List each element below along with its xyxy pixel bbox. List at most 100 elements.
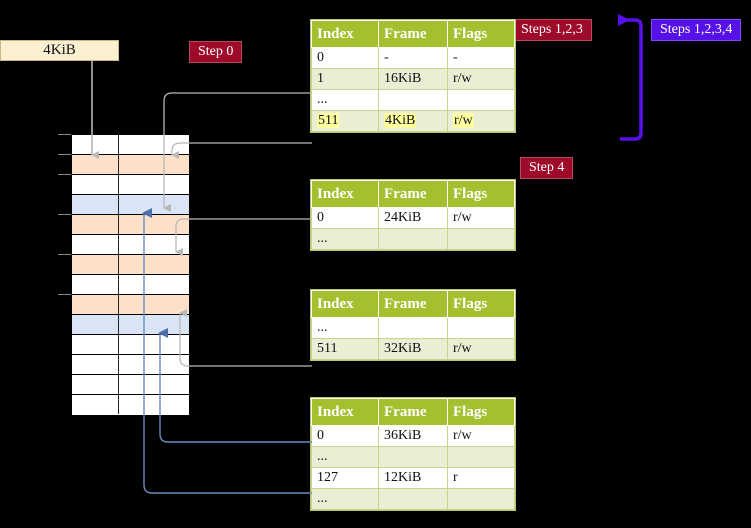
table-cell: r/w [447, 425, 515, 447]
memory-grid-row [72, 175, 189, 195]
column-header-index: Index [311, 290, 379, 318]
table-cell [378, 228, 448, 250]
memory-grid-row [72, 295, 189, 315]
column-header-flags: Flags [447, 180, 515, 208]
table-cell: ... [311, 228, 379, 250]
memory-grid-row [72, 315, 189, 335]
table-cell [378, 446, 448, 468]
table-cell: 4KiB [378, 110, 448, 132]
badge-step-4: Step 4 [520, 157, 574, 179]
table-cell: 0 [311, 207, 379, 229]
table-cell: r/w [447, 338, 515, 360]
memory-grid-row [72, 275, 189, 295]
frame-4kib-box: 4KiB [0, 40, 119, 61]
table-cell: 0 [311, 425, 379, 447]
table-cell [447, 446, 515, 468]
table-cell: - [378, 47, 448, 69]
table-row[interactable]: 0-- [311, 47, 515, 69]
memory-grid-tick [58, 254, 71, 255]
table-cell: 127 [311, 467, 379, 489]
table-cell: 511 [311, 338, 379, 360]
memory-grid-row [72, 395, 189, 415]
memory-grid-tick [58, 134, 71, 135]
column-header-flags: Flags [447, 290, 515, 318]
table-cell: 0 [311, 47, 379, 69]
memory-grid-tick [58, 214, 71, 215]
table-cell: r/w [447, 68, 515, 90]
table-cell: - [447, 47, 515, 69]
column-header-index: Index [311, 180, 379, 208]
memory-grid-tick [58, 294, 71, 295]
badge-steps-123: Steps 1,2,3 [512, 19, 592, 41]
memory-grid-row [72, 235, 189, 255]
table-cell: ... [311, 446, 379, 468]
table-cell [447, 228, 515, 250]
connector-pml4-entry511 [171, 142, 312, 159]
bracket-arrow-steps [618, 14, 643, 141]
table-cell: 12KiB [378, 467, 448, 489]
table-cell [378, 317, 448, 339]
table-row[interactable]: ... [311, 317, 515, 339]
table-cell [378, 89, 448, 111]
table-cell: r/w [447, 110, 515, 132]
memory-grid-column-divider [118, 135, 119, 414]
table-cell: ... [311, 89, 379, 111]
column-header-index: Index [311, 398, 379, 426]
connector-pd-entry511 [179, 309, 312, 367]
table-cell: 16KiB [378, 68, 448, 90]
memory-grid-row [72, 255, 189, 275]
memory-grid-row [72, 155, 189, 175]
table-cell: 36KiB [378, 425, 448, 447]
column-header-frame: Frame [378, 20, 448, 48]
table-cell: 511 [311, 110, 379, 132]
badge-steps-1234: Steps 1,2,3,4 [651, 19, 742, 41]
table-cell: 1 [311, 68, 379, 90]
table-cell: r/w [447, 207, 515, 229]
memory-grid-row [72, 135, 189, 155]
table-row[interactable]: ... [311, 89, 515, 111]
memory-grid-tick [58, 174, 71, 175]
frame-4kib-label: 4KiB [43, 42, 76, 58]
table-cell [378, 488, 448, 510]
connector-pdpt-entry0 [175, 218, 312, 256]
memory-grid [71, 134, 190, 415]
memory-grid-row [72, 195, 189, 215]
memory-grid-row [72, 335, 189, 355]
table-row[interactable]: ... [311, 488, 515, 510]
memory-grid-row [72, 375, 189, 395]
column-header-frame: Frame [378, 180, 448, 208]
column-header-flags: Flags [447, 20, 515, 48]
table-cell: 24KiB [378, 207, 448, 229]
table-cell: ... [311, 488, 379, 510]
table-cell [447, 89, 515, 111]
table-row[interactable]: ... [311, 228, 515, 250]
table-row[interactable]: ... [311, 446, 515, 468]
column-header-index: Index [311, 20, 379, 48]
column-header-frame: Frame [378, 398, 448, 426]
column-header-flags: Flags [447, 398, 515, 426]
memory-grid-tick [58, 154, 71, 155]
table-cell: r [447, 467, 515, 489]
column-header-frame: Frame [378, 290, 448, 318]
table-cell [447, 488, 515, 510]
table-cell: 32KiB [378, 338, 448, 360]
memory-grid-row [72, 355, 189, 375]
memory-grid-row [72, 215, 189, 235]
table-cell [447, 317, 515, 339]
badge-step-0: Step 0 [189, 41, 243, 63]
